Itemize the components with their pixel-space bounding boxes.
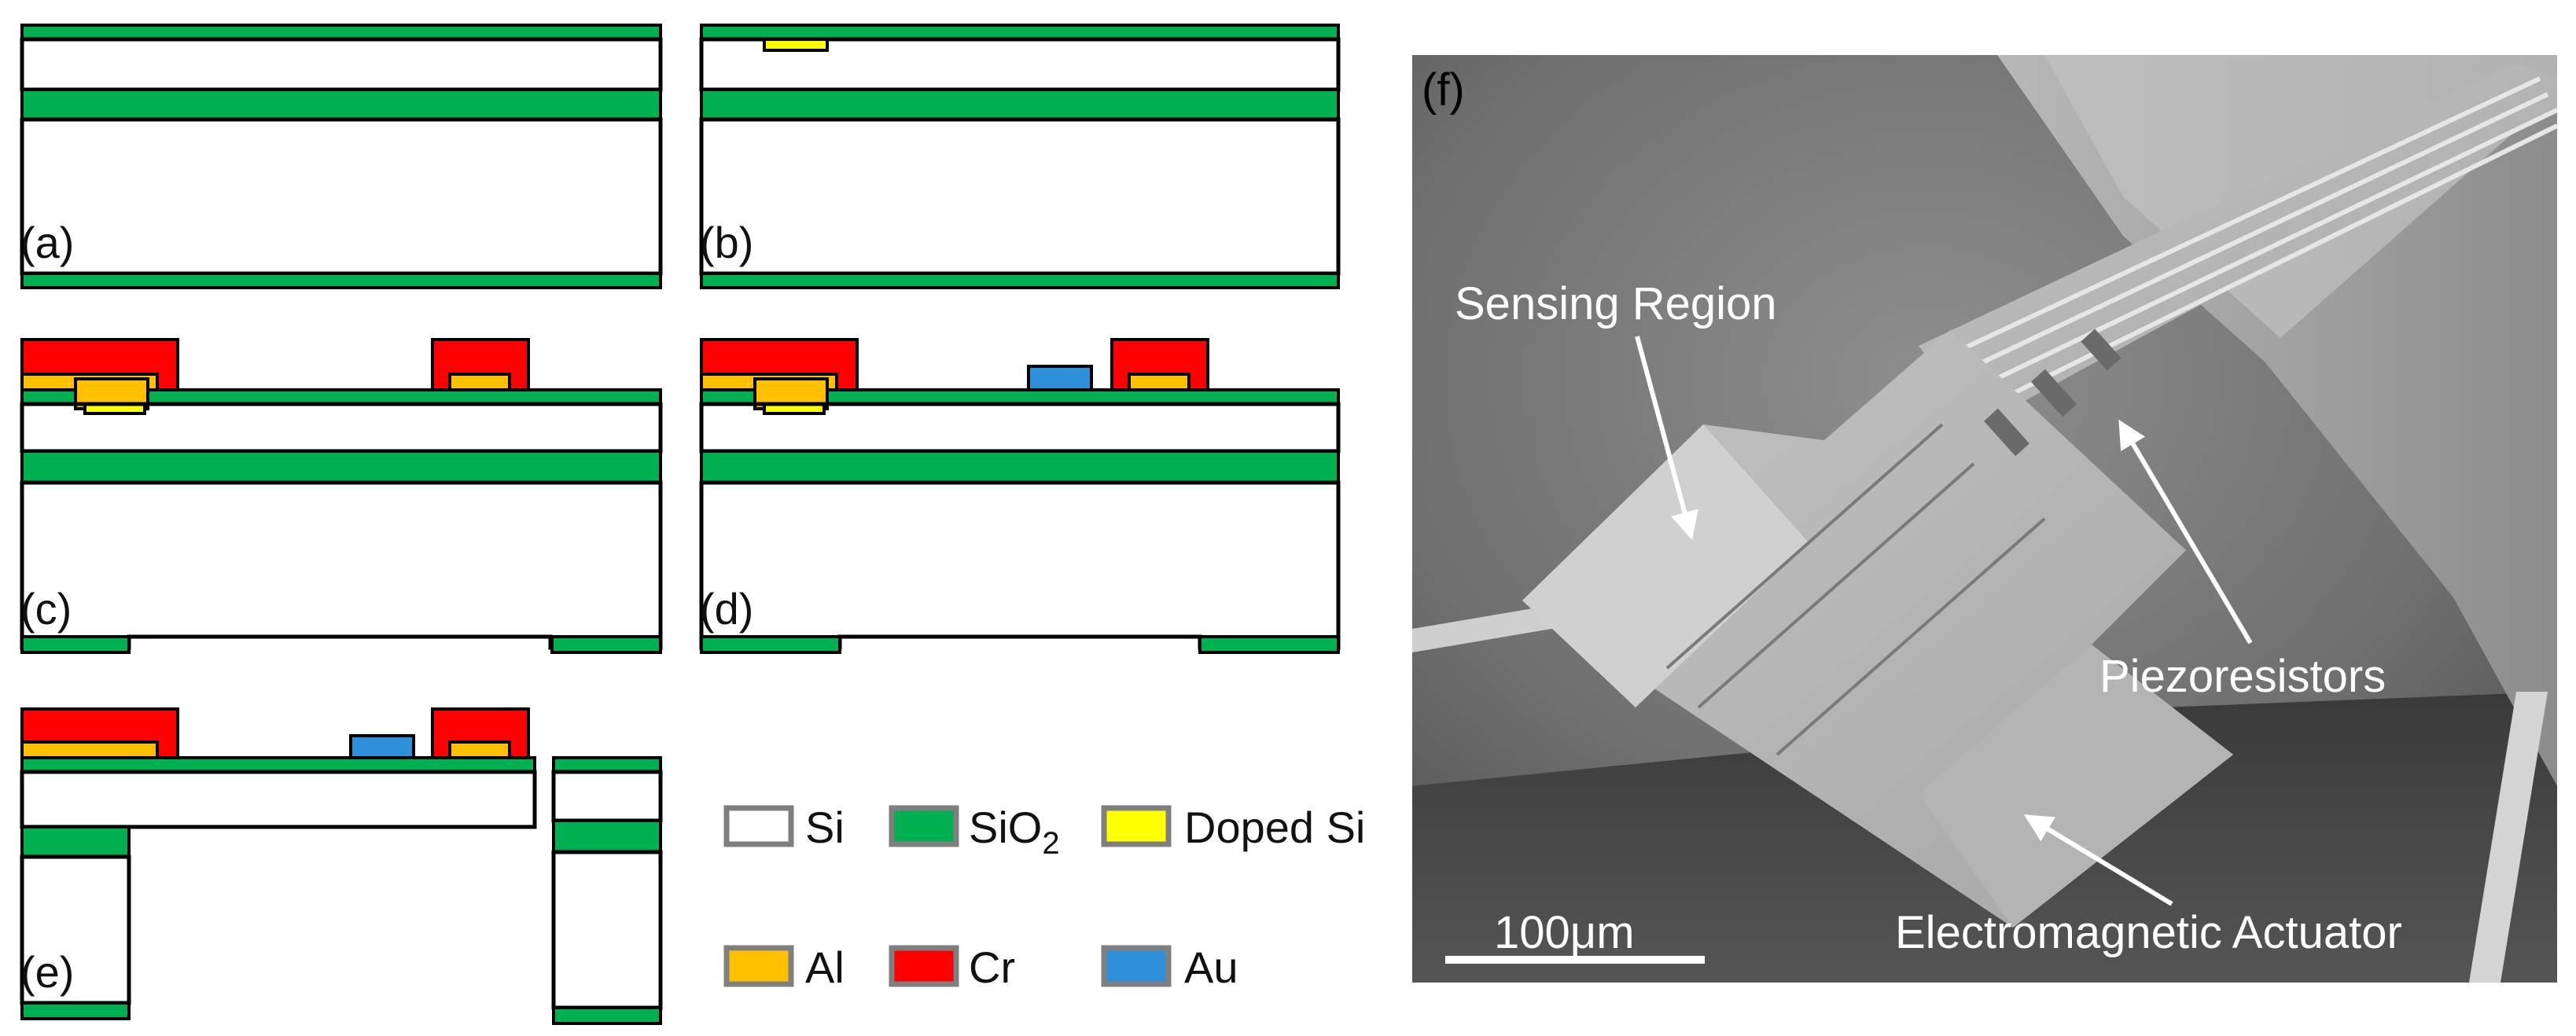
si-handle-anchor-left xyxy=(20,854,131,1005)
si-handle-wafer xyxy=(20,117,663,276)
panel-b: (b) xyxy=(699,24,1341,289)
legend-label-sio2-main: SiO xyxy=(969,803,1042,852)
scale-bar xyxy=(1445,956,1705,964)
panel-label-f: (f) xyxy=(1422,64,1465,116)
panel-label-a: (a) xyxy=(20,218,74,267)
panel-f-sem-image: (f) Sensing Region Piezoresistors Electr… xyxy=(1412,55,2557,983)
scale-bar-label: 100μm xyxy=(1494,907,1635,958)
legend-swatch-si xyxy=(723,805,794,847)
legend-label-al: Al xyxy=(805,942,845,992)
au-coil-pad xyxy=(349,734,415,759)
panel-c: (c) xyxy=(20,338,663,654)
sio2-backside-mask-left xyxy=(700,635,841,654)
legend-swatch-doped-si xyxy=(1101,805,1172,847)
sio2-buried-oxide xyxy=(20,88,662,121)
sem-metal-traces xyxy=(1917,76,2557,419)
doped-si-region xyxy=(763,38,829,52)
al-line-left xyxy=(20,740,159,759)
legend-label-si: Si xyxy=(805,803,845,852)
si-handle-wafer xyxy=(20,480,663,650)
legend-swatch-sio2 xyxy=(889,805,959,847)
sio2-buried-oxide-anchor xyxy=(20,825,131,858)
legend-label-doped-si: Doped Si xyxy=(1184,803,1365,852)
sio2-buried-oxide xyxy=(20,450,662,484)
arrow-piezoresistors xyxy=(2118,419,2253,645)
sem-actuator-plate xyxy=(1919,645,2233,928)
si-device-layer xyxy=(699,402,1341,454)
legend-label-sio2: SiO2 xyxy=(969,803,1060,861)
si-released-cantilever xyxy=(20,770,537,829)
sio2-top-layer xyxy=(20,24,662,41)
panel-d: (d) xyxy=(699,338,1341,654)
sio2-bottom-layer xyxy=(20,272,662,289)
arrow-sensing-region xyxy=(1635,336,1698,540)
sio2-top-layer xyxy=(20,756,536,773)
sio2-top-right xyxy=(552,756,662,773)
al-pad-right xyxy=(1128,373,1190,391)
panel-label-c: (c) xyxy=(20,584,72,634)
label-piezoresistors: Piezoresistors xyxy=(2099,651,2386,702)
panel-label-d: (d) xyxy=(700,584,753,634)
si-handle-wafer xyxy=(699,117,1341,276)
sem-right-edge xyxy=(2469,692,2548,983)
sem-piezoresistor-features xyxy=(1984,329,2122,457)
al-pad-right xyxy=(448,373,511,391)
panel-a: (a) xyxy=(20,24,663,289)
sio2-bottom-right xyxy=(552,1006,662,1025)
panel-label-e: (e) xyxy=(20,947,74,997)
si-device-layer xyxy=(20,402,663,454)
sem-trace-outlines xyxy=(1665,423,2046,756)
sio2-top-layer xyxy=(700,24,1340,41)
legend-label-au: Au xyxy=(1184,942,1238,992)
sio2-backside-mask-left xyxy=(20,635,131,654)
legend-swatch-al xyxy=(723,945,794,987)
sio2-bottom-layer xyxy=(700,272,1340,289)
sio2-buried-oxide-right xyxy=(552,819,662,854)
panel-e: (e) xyxy=(20,707,663,1025)
al-pad-right xyxy=(448,740,511,759)
sio2-buried-oxide xyxy=(700,450,1340,484)
au-coil-pad xyxy=(1027,365,1093,391)
sem-sensing-region-plate xyxy=(1522,424,1809,707)
si-device-layer xyxy=(20,37,663,92)
legend-label-sio2-subscript: 2 xyxy=(1042,826,1059,861)
sem-substrate-wall xyxy=(1997,55,2557,786)
sio2-backside-mask-right xyxy=(1198,635,1340,654)
legend: Si SiO2 Doped Si Al Cr Au xyxy=(723,803,1365,992)
legend-swatch-cr xyxy=(889,945,959,987)
legend-label-cr: Cr xyxy=(969,942,1015,992)
label-electromagnetic-actuator: Electromagnetic Actuator xyxy=(1895,907,2402,958)
panel-label-b: (b) xyxy=(700,218,753,267)
arrow-actuator xyxy=(2023,814,2173,906)
si-device-right xyxy=(551,770,663,823)
sio2-bottom-left xyxy=(20,1001,131,1020)
si-handle-wafer xyxy=(699,480,1341,650)
sio2-buried-oxide xyxy=(700,88,1340,121)
label-sensing-region: Sensing Region xyxy=(1455,278,1777,329)
sio2-backside-mask-right xyxy=(550,635,662,654)
legend-swatch-au xyxy=(1101,945,1172,987)
si-handle-anchor-right xyxy=(551,850,663,1010)
